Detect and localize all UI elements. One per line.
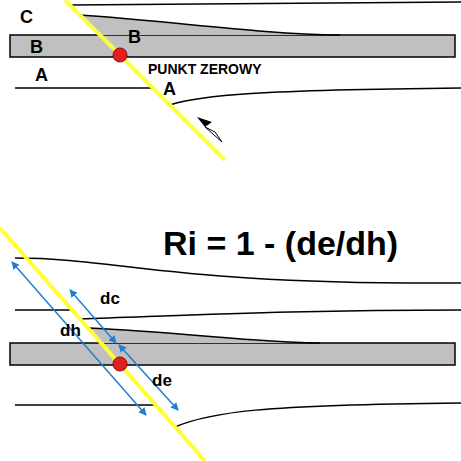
slip-arrow	[197, 117, 212, 127]
slip-arrow	[205, 127, 222, 142]
zero-point	[113, 357, 127, 371]
fault-line	[0, 228, 205, 461]
layer-boundary	[70, 2, 461, 5]
layer-letter: C	[20, 8, 33, 26]
zero-point	[113, 48, 127, 62]
dimension-label: dc	[100, 290, 120, 307]
drag-wedge	[80, 15, 340, 35]
layer-letter: A	[35, 66, 48, 84]
dimension-label: de	[152, 372, 172, 389]
zero-point-label: PUNKT ZEROWY	[148, 62, 262, 76]
layer-boundary	[15, 404, 156, 406]
layer-letter: B	[128, 28, 141, 46]
layer-letter: B	[30, 38, 43, 56]
dimension-arrow	[12, 262, 146, 415]
dimension-arrow	[119, 345, 178, 410]
layer-boundary	[15, 87, 153, 89]
dimension-label: dh	[60, 322, 81, 339]
layer-boundary	[80, 15, 340, 35]
fault-line	[65, 0, 225, 160]
layer-b-band	[10, 343, 455, 365]
layer-boundary	[88, 328, 320, 343]
drag-wedge	[88, 328, 320, 343]
top-section	[10, 0, 461, 160]
bottom-section	[0, 228, 461, 461]
layer-boundary	[15, 309, 72, 311]
layer-boundary	[15, 258, 461, 283]
layer-boundary	[170, 88, 461, 105]
layer-boundary	[80, 310, 461, 319]
layer-boundary	[175, 403, 461, 427]
layer-b-band	[10, 35, 455, 57]
layer-letter: A	[163, 80, 176, 98]
formula: Ri = 1 - (de/dh)	[163, 226, 398, 260]
